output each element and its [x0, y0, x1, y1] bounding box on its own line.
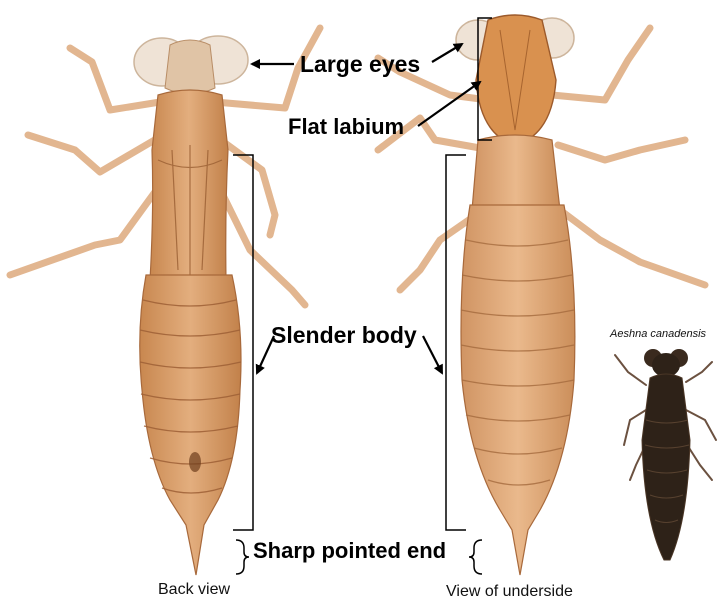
left-sharp-end-bracket — [236, 540, 249, 574]
back-view-nymph — [10, 28, 320, 575]
back-view-thorax — [150, 90, 228, 280]
back-view-head — [134, 36, 248, 94]
aeshna-canadensis-photo — [615, 349, 716, 560]
right-sharp-end-bracket — [469, 540, 482, 574]
large-eyes-label: Large eyes — [300, 53, 420, 76]
slender-body-label: Slender body — [271, 324, 417, 347]
underside-view-head — [456, 15, 574, 145]
flat-labium-label: Flat labium — [288, 116, 404, 138]
back-view-abdomen — [140, 275, 241, 575]
species-name-label: Aeshna canadensis — [610, 328, 706, 340]
flat-labium-arrow — [418, 82, 480, 126]
underside-view-abdomen — [461, 205, 575, 575]
slender-body-arrow-right — [423, 336, 442, 373]
underside-view-thorax — [472, 135, 560, 210]
sharp-pointed-end-label: Sharp pointed end — [253, 540, 446, 562]
back-view-caption: Back view — [158, 582, 230, 598]
large-eyes-arrow-right — [432, 44, 462, 62]
underside-view-caption: View of underside — [446, 584, 573, 600]
